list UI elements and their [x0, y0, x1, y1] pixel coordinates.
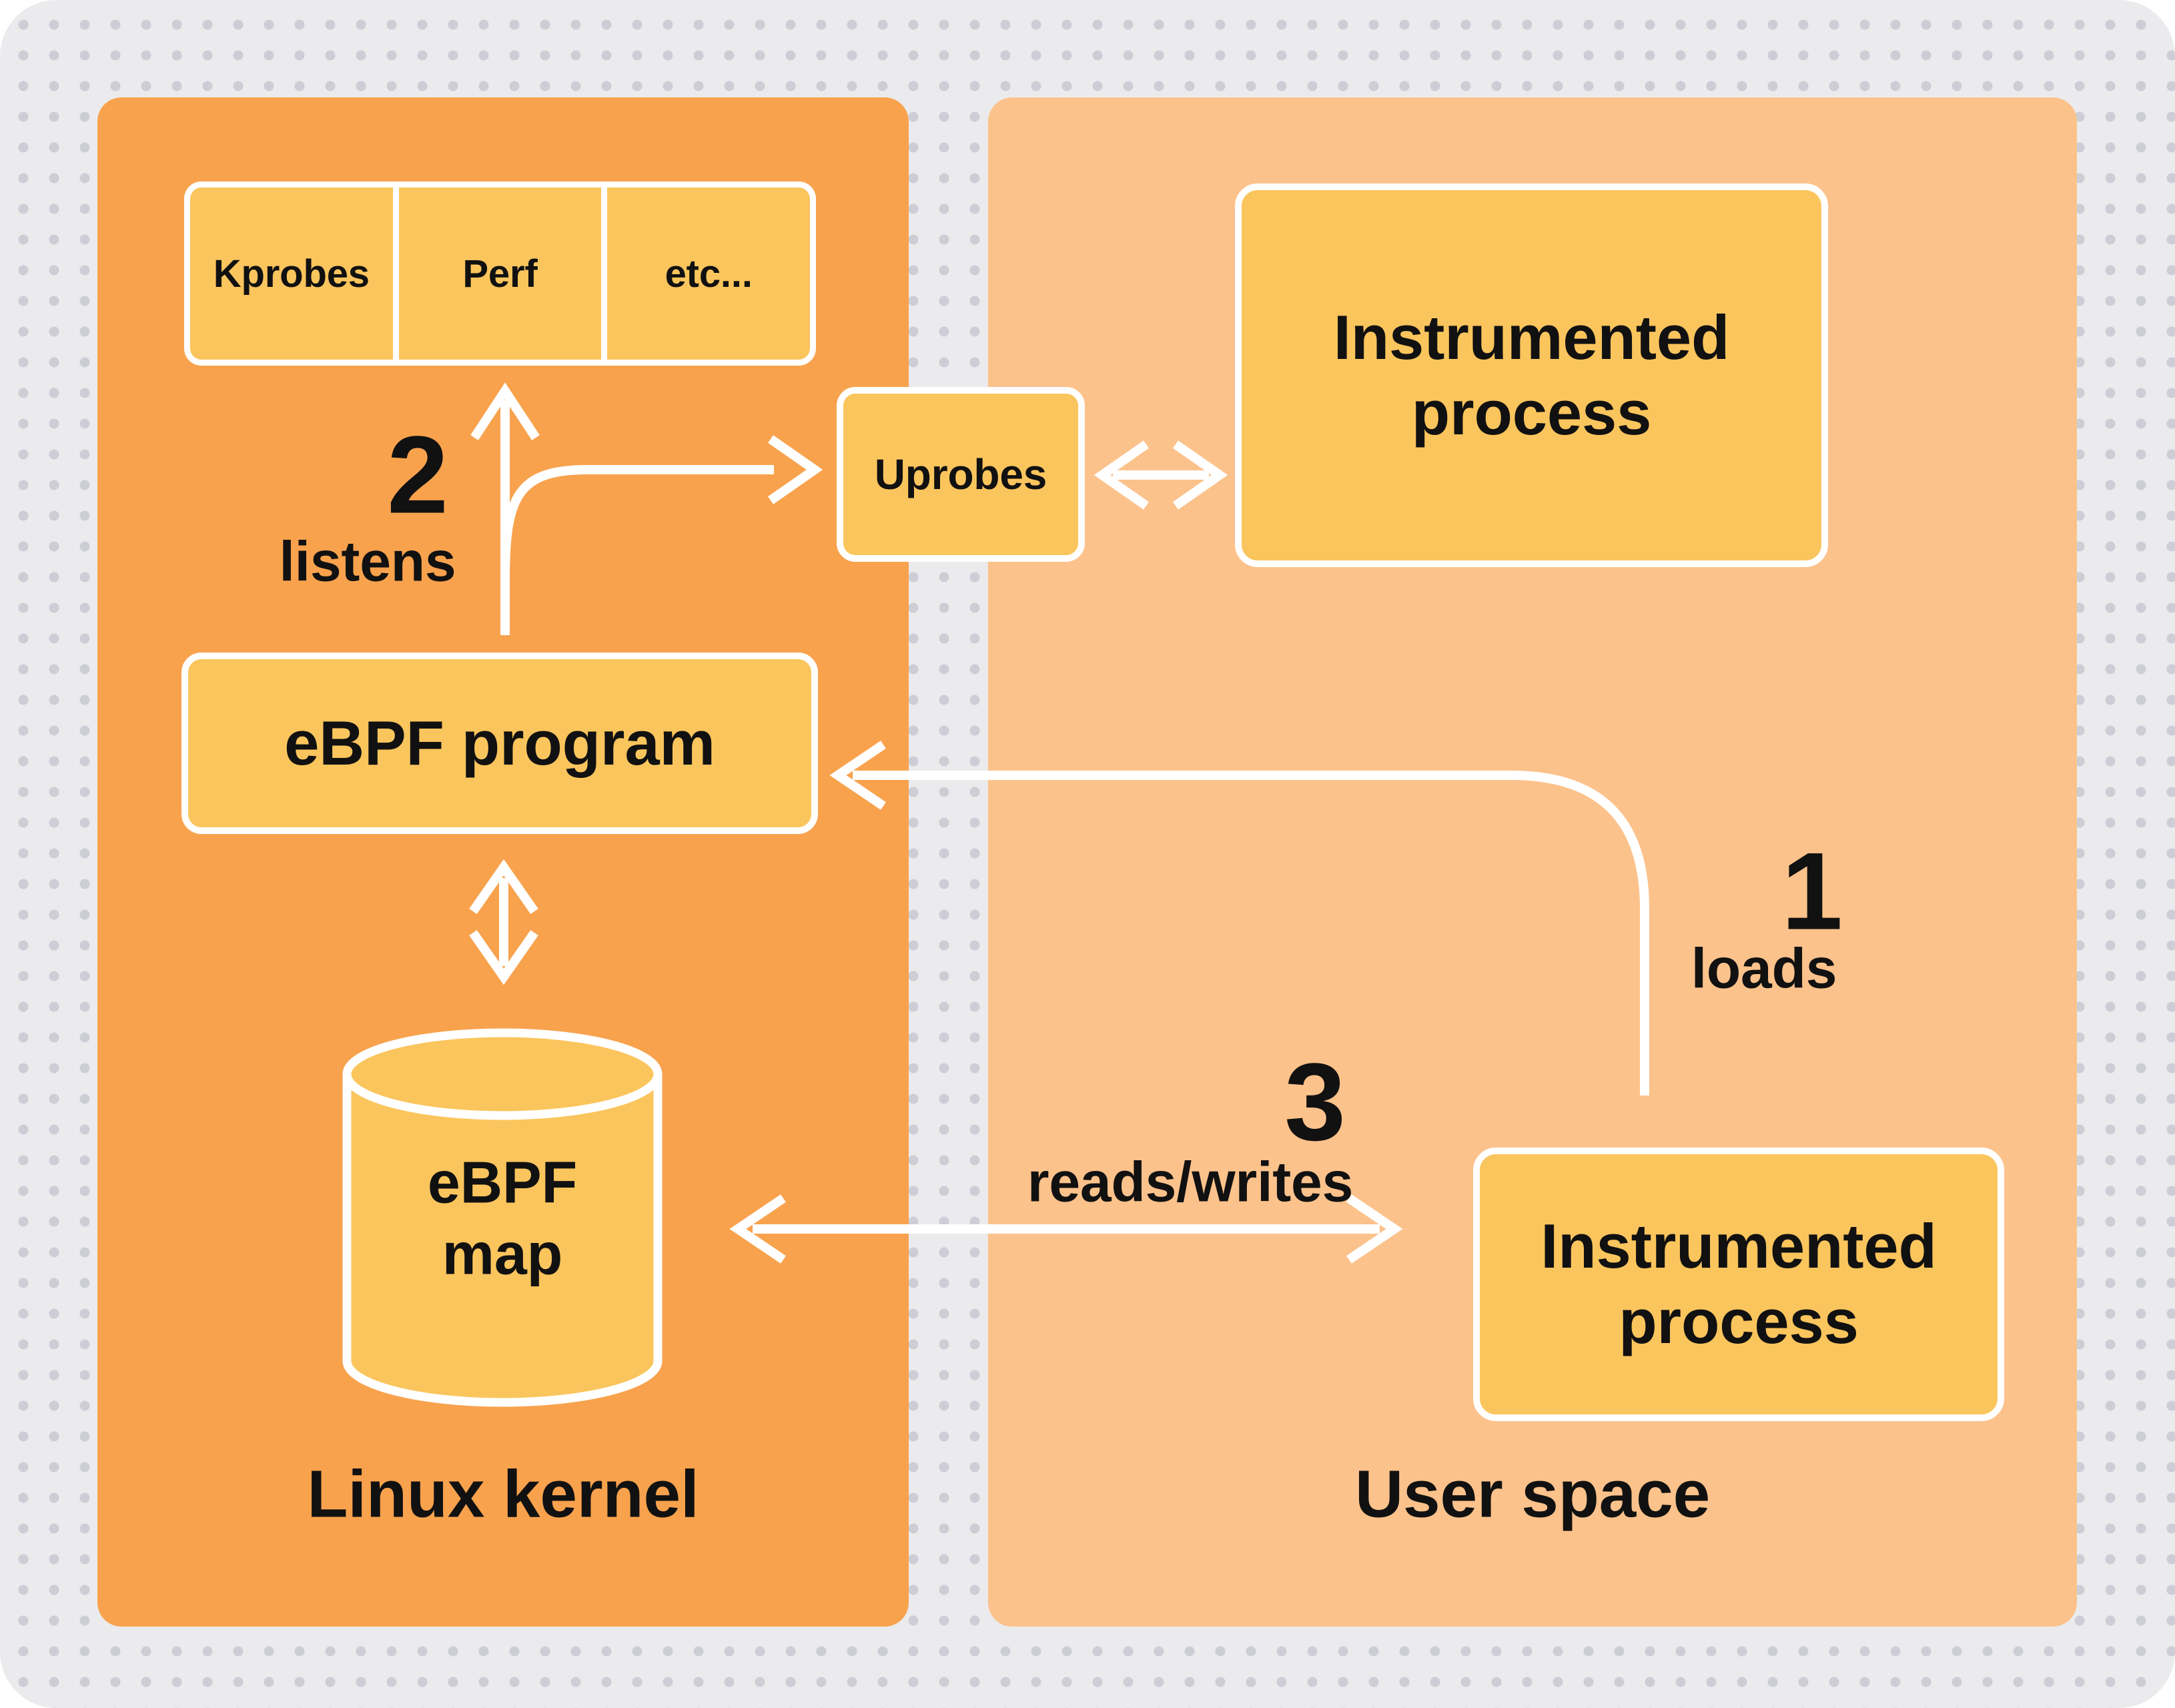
- step1-number: 1: [1781, 829, 1843, 953]
- ebpf-program-box: eBPF program: [181, 653, 818, 834]
- instrumented-process-bottom-line2: process: [1619, 1286, 1859, 1356]
- uprobes-label: Uprobes: [874, 450, 1047, 498]
- ebpf-map-line2: map: [442, 1221, 563, 1287]
- ebpf-program-label: eBPF program: [284, 707, 715, 778]
- ebpf-map-label: eBPF map: [362, 1147, 642, 1290]
- instrumented-process-top-line1: Instrumented: [1333, 302, 1730, 372]
- instrumented-process-top-line2: process: [1411, 377, 1652, 448]
- user-panel-label: User space: [1354, 1456, 1711, 1532]
- ebpf-map-line1: eBPF: [427, 1149, 578, 1216]
- probe-cell-perf: Perf: [398, 187, 602, 360]
- uprobes-box: Uprobes: [837, 387, 1085, 562]
- step1-label: loads: [1691, 937, 1837, 1000]
- kernel-panel-label: Linux kernel: [307, 1456, 699, 1532]
- probe-types-strip: Kprobes Perf etc...: [184, 181, 816, 366]
- step2-label: listens: [279, 530, 456, 593]
- instrumented-process-bottom-line1: Instrumented: [1541, 1211, 1937, 1282]
- probe-cell-etc: etc...: [607, 187, 810, 360]
- kprobes-label: Kprobes: [213, 252, 370, 296]
- step2-number: 2: [387, 413, 448, 536]
- perf-label: Perf: [462, 252, 538, 296]
- probe-cell-kprobes: Kprobes: [190, 187, 393, 360]
- step3-label: reads/writes: [1027, 1150, 1354, 1214]
- instrumented-process-bottom-box: Instrumented process: [1473, 1148, 2004, 1421]
- step3-number: 3: [1284, 1040, 1346, 1164]
- etc-label: etc...: [665, 252, 753, 296]
- instrumented-process-top-box: Instrumented process: [1235, 183, 1828, 567]
